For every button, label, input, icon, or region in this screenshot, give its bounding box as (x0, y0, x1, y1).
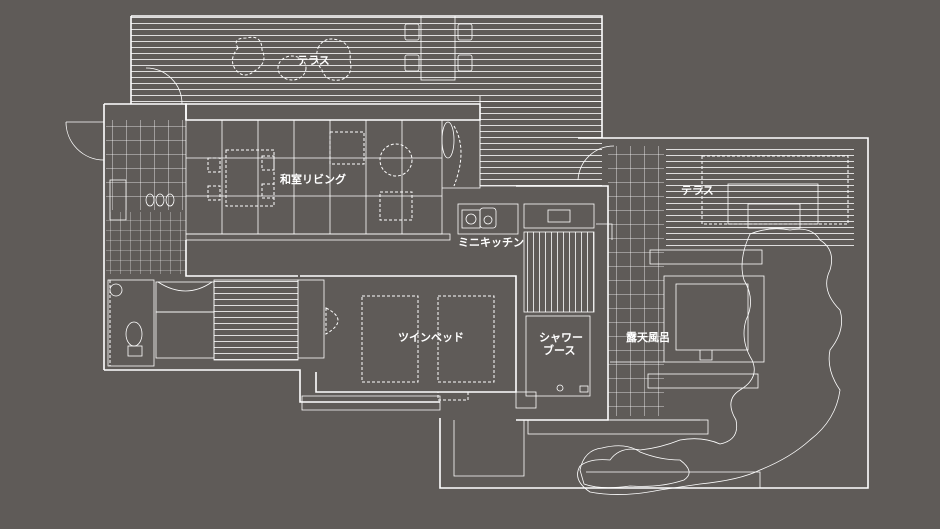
terrace-right-deck (439, 137, 869, 489)
mini-kitchen (457, 203, 519, 235)
terrace-top-deck (130, 15, 603, 187)
twin-bed-label: ツインベッド (398, 331, 464, 344)
washitsu-living-label: 和室リビング (280, 172, 346, 186)
toilet-room (104, 279, 440, 403)
garden-rocks (577, 228, 843, 495)
terrace-right-label: テラス (681, 184, 714, 197)
terrace-top-planters (232, 36, 352, 81)
mini-kitchen-label: ミニキッチン (458, 236, 524, 249)
shower-booth-label-line1: シャワー (539, 331, 583, 344)
washitsu-living-room (185, 103, 481, 241)
open-air-bath-label: 露天風呂 (626, 331, 670, 344)
entrance-area (65, 67, 187, 370)
terrace-top-label: テラス (297, 54, 330, 67)
open-air-bath (453, 249, 765, 477)
shower-booth-label-line2: ブース (543, 343, 575, 357)
terrace-top-table-set (404, 15, 473, 81)
shower-booth (515, 185, 613, 421)
